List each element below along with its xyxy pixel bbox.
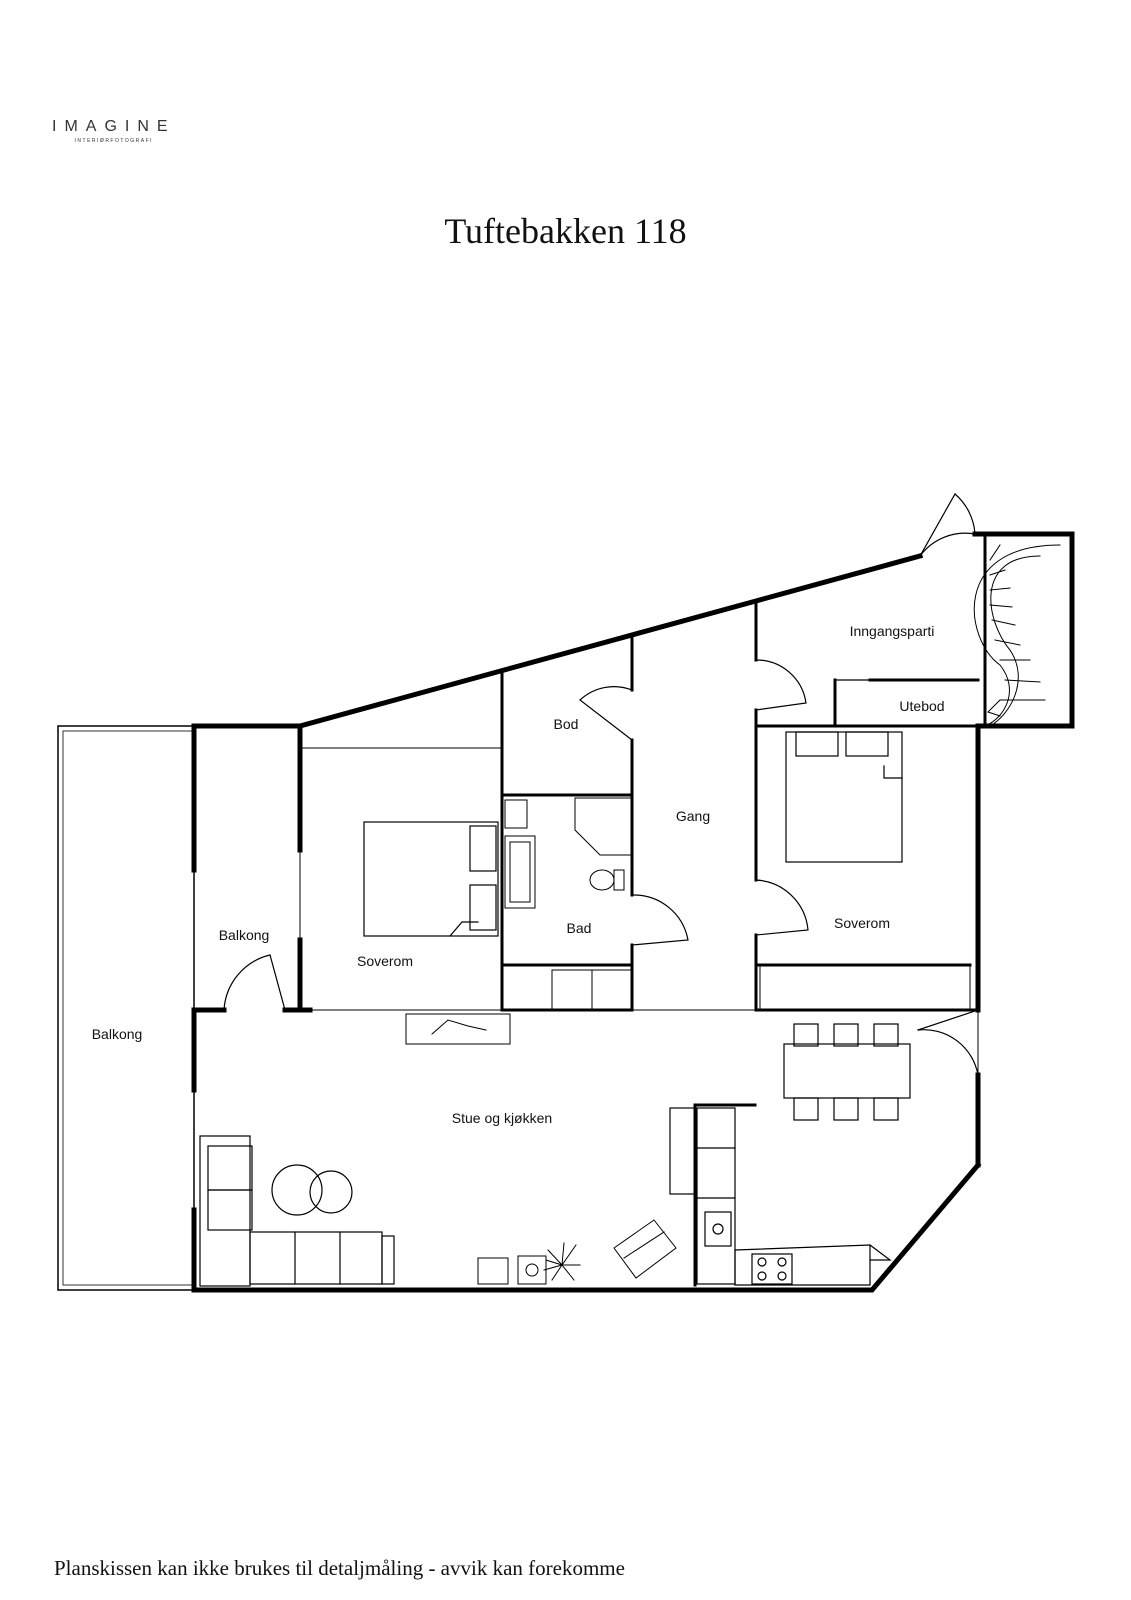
- staircase: [973, 544, 1061, 727]
- page-title: Tuftebakken 118: [444, 211, 687, 251]
- label-inngangsparti: Inngangsparti: [850, 623, 935, 639]
- logo-tagline: INTERIØRFOTOGRAFI: [74, 138, 154, 144]
- label-bod: Bod: [554, 716, 579, 732]
- coffee-table-round: [271, 1164, 323, 1216]
- fireplace: [405, 1013, 511, 1045]
- beds: [363, 731, 903, 937]
- label-gang: Gang: [676, 808, 710, 824]
- logo-wordmark: IMAGINE: [52, 118, 176, 135]
- label-soverom-right: Soverom: [834, 915, 890, 931]
- interior-walls: [500, 532, 987, 1287]
- outer-balcony: [57, 725, 195, 1291]
- small-furniture: [477, 1219, 677, 1285]
- label-balkong-inner: Balkong: [219, 927, 270, 943]
- sofa: [199, 1135, 395, 1287]
- label-soverom-left: Soverom: [357, 953, 413, 969]
- dining-table: [783, 1023, 911, 1121]
- bath-fixtures: [504, 797, 633, 1011]
- label-stue-og-kjokken: Stue og kjøkken: [452, 1110, 552, 1126]
- label-bad: Bad: [567, 920, 592, 936]
- windows: [193, 747, 979, 1211]
- label-utebod: Utebod: [899, 698, 944, 714]
- label-balkong-outer: Balkong: [92, 1026, 143, 1042]
- logo: IMAGINE INTERIØRFOTOGRAFI: [52, 118, 176, 144]
- kitchen-counter: [669, 1107, 892, 1286]
- disclaimer-footer: Planskissen kan ikke brukes til detaljmå…: [54, 1556, 625, 1580]
- doors: [223, 493, 979, 1076]
